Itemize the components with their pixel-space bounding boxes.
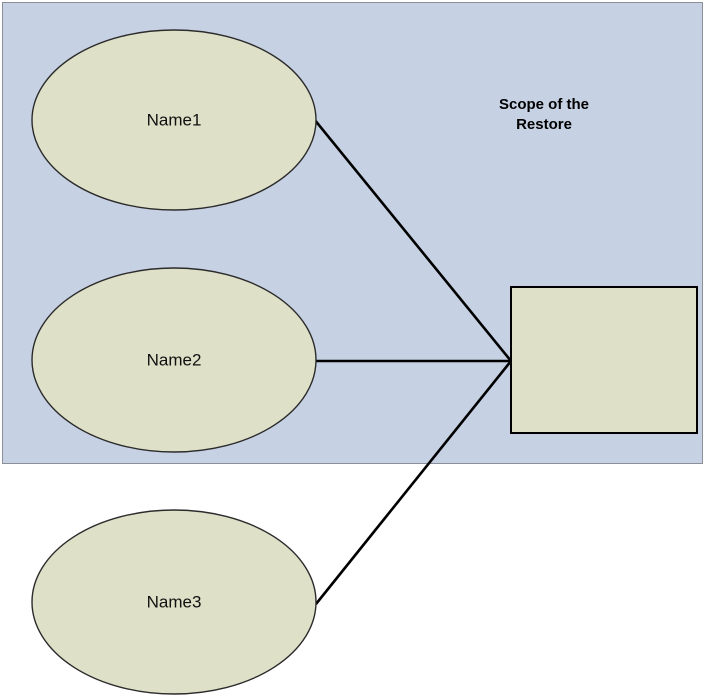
connector-name1-to-target: [312, 118, 513, 362]
scope-panel-label: Scope of the Restore: [498, 96, 589, 134]
target-box[interactable]: [510, 286, 698, 434]
node-ellipse-name1[interactable]: [31, 29, 317, 211]
node-ellipse-name2[interactable]: [31, 267, 317, 453]
node-label-name2: Name2: [147, 350, 202, 369]
node-label-name1: Name1: [147, 110, 202, 129]
node-ellipse-name3[interactable]: [31, 509, 317, 695]
node-label-name3: Name3: [147, 592, 202, 611]
connector-name3-to-target: [314, 360, 513, 605]
